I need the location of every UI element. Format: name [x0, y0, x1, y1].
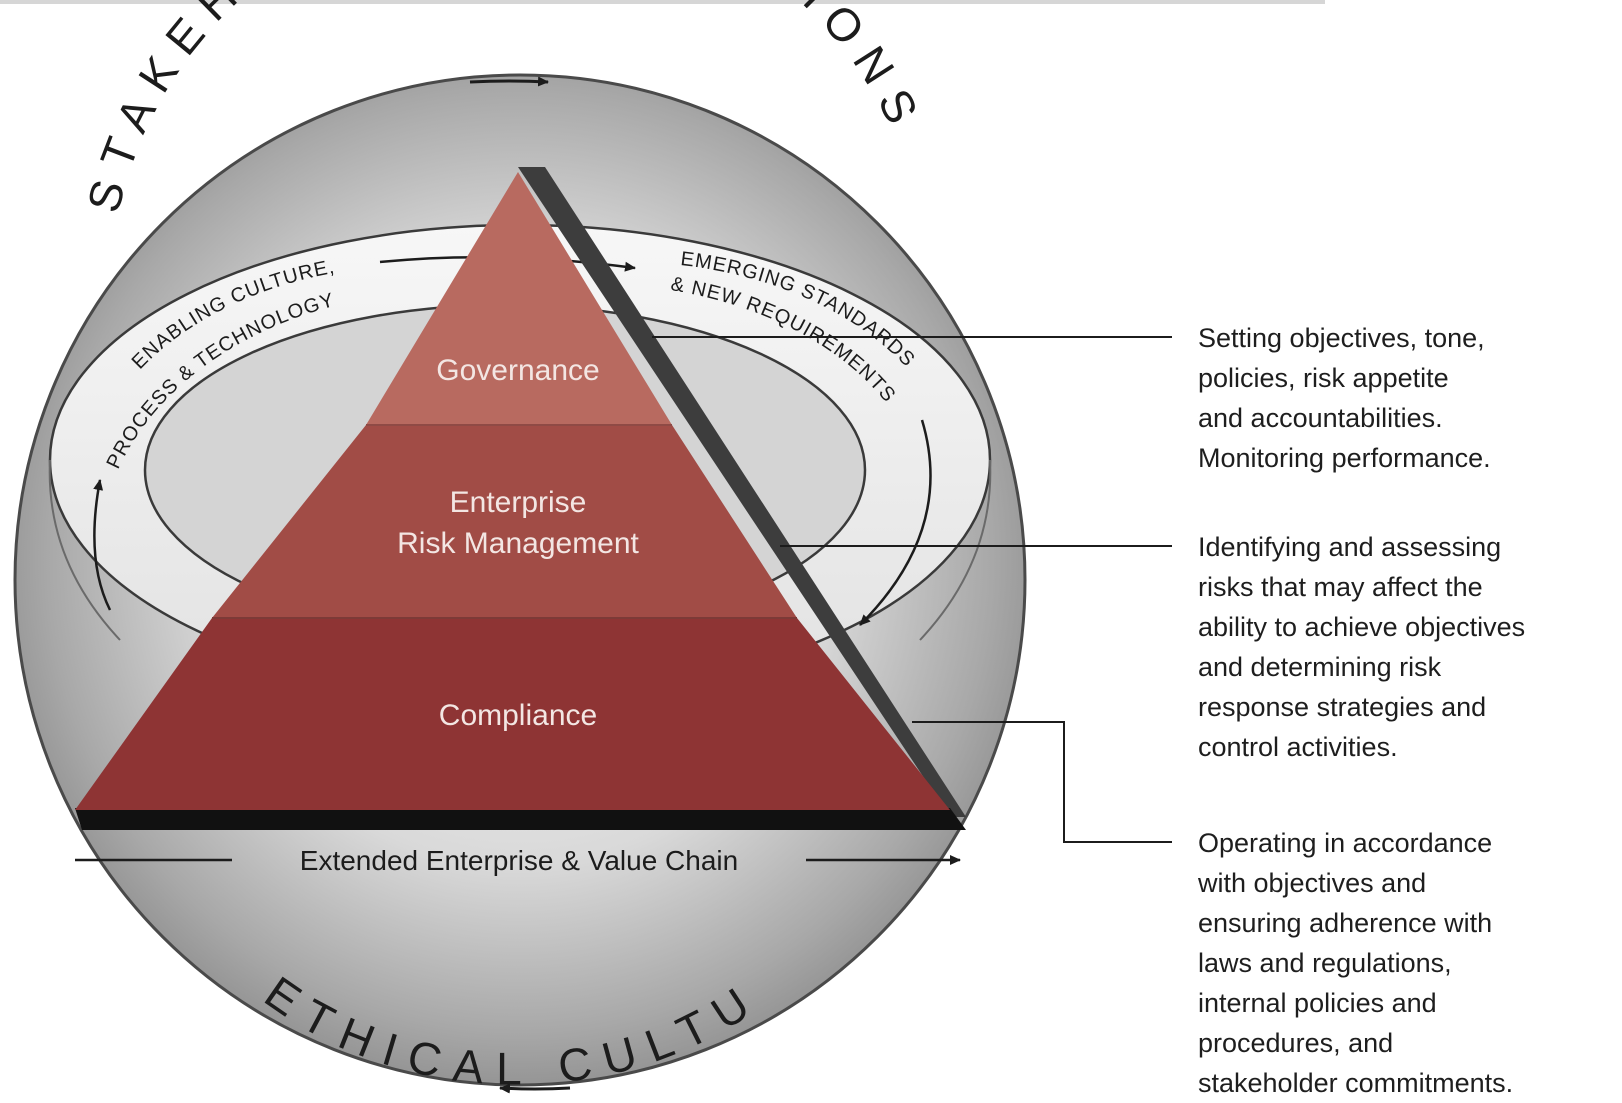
pyramid-shadow [518, 167, 966, 817]
connector-compliance [912, 721, 1172, 843]
description-line: stakeholder commitments. [1198, 1068, 1514, 1098]
compliance-label: Compliance [439, 699, 597, 732]
governance-label: Governance [436, 354, 599, 387]
outer-bottom-arrow [499, 1083, 571, 1094]
description-line: ensuring adherence with [1198, 908, 1493, 938]
description-line: Operating in accordance [1198, 828, 1493, 858]
outer-top-arrow [469, 76, 549, 87]
description-line: Identifying and assessing [1198, 532, 1502, 562]
description-line: laws and regulations, [1198, 948, 1452, 978]
ring-thickness-right [919, 459, 992, 641]
pyramid-erm [212, 425, 797, 618]
top-rule [0, 0, 1325, 4]
pyramid-compliance [75, 618, 950, 810]
description-line: internal policies and [1198, 988, 1437, 1018]
description-line: risks that may affect the [1198, 572, 1483, 602]
pyramid-base-shadow [75, 808, 966, 830]
description-line: and determining risk [1198, 652, 1442, 682]
value-chain-label: Extended Enterprise & Value Chain [300, 845, 738, 876]
erm-description: Identifying and assessing risks that may … [1198, 527, 1618, 767]
description-line: policies, risk appetite [1198, 363, 1449, 393]
erm-label-line1: Enterprise [450, 486, 587, 519]
ring-arrow-left [93, 479, 112, 611]
description-line: with objectives and [1198, 868, 1427, 898]
description-line: Monitoring performance. [1198, 443, 1491, 473]
description-line: and accountabilities. [1198, 403, 1443, 433]
ring-thickness [48, 459, 121, 641]
governance-description: Setting objectives, tone, policies, risk … [1198, 318, 1618, 478]
compliance-description: Operating in accordance with objectives a… [1198, 823, 1618, 1103]
pyramid-governance [366, 172, 672, 425]
description-line: control activities. [1198, 732, 1398, 762]
erm-label-line2: Risk Management [397, 527, 639, 560]
description-line: ability to achieve objectives [1198, 612, 1526, 642]
description-line: procedures, and [1198, 1028, 1394, 1058]
description-line: Setting objectives, tone, [1198, 323, 1485, 353]
description-line: response strategies and [1198, 692, 1487, 722]
ring-arrow-right [859, 419, 932, 626]
